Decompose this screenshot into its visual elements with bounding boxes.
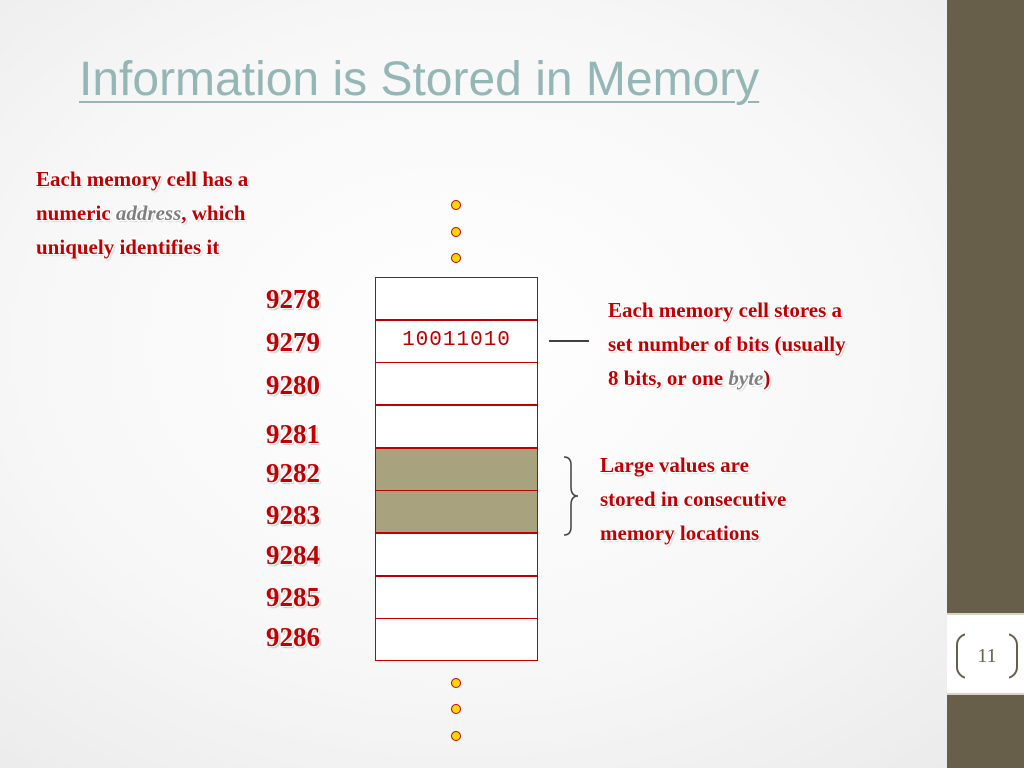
ellipsis-dot-bottom xyxy=(451,704,461,714)
callout-bits: Each memory cell stores a set number of … xyxy=(608,293,948,395)
slide-title: Information is Stored in Memory xyxy=(79,53,760,106)
memory-address-label: 9285 xyxy=(266,582,320,612)
callout-address-line3: uniquely identifies it xyxy=(36,235,220,259)
memory-cell xyxy=(375,576,538,619)
callout-address-line1: Each memory cell has a xyxy=(36,167,249,191)
callout-bits-line3-pre: 8 bits, or one xyxy=(608,366,729,390)
callout-large-line2: stored in consecutive xyxy=(600,487,787,511)
callout-address: Each memory cell has a numeric address, … xyxy=(36,162,366,264)
memory-address-label: 9282 xyxy=(266,458,320,488)
callout-address-emph: address xyxy=(115,201,182,225)
callout-large-values: Large values are stored in consecutive m… xyxy=(600,448,900,550)
callout-address-line2-post: , which xyxy=(181,201,246,225)
memory-address-label: 9280 xyxy=(266,370,320,400)
ellipsis-dot-top xyxy=(451,200,461,210)
callout-large-line1: Large values are xyxy=(600,453,749,477)
memory-cell xyxy=(375,448,538,491)
memory-cell xyxy=(375,405,538,448)
callout-bits-line3-post: ) xyxy=(763,366,771,390)
memory-cell xyxy=(375,618,538,661)
right-brace-icon xyxy=(563,456,579,536)
ellipsis-dot-top xyxy=(451,227,461,237)
memory-cell: 10011010 xyxy=(375,320,538,363)
page-number: 11 xyxy=(977,645,997,667)
memory-cell xyxy=(375,490,538,533)
callout-bits-line1: Each memory cell stores a xyxy=(608,298,843,322)
memory-cell-value: 10011010 xyxy=(402,329,511,352)
memory-address-label: 9284 xyxy=(266,540,320,570)
ellipsis-dot-bottom xyxy=(451,731,461,741)
memory-cell xyxy=(375,533,538,576)
callout-bits-line2: set number of bits (usually xyxy=(608,332,846,356)
page-number-bracket xyxy=(956,631,1018,681)
memory-address-label: 9281 xyxy=(266,419,320,449)
ellipsis-dot-top xyxy=(451,253,461,263)
memory-address-label: 9286 xyxy=(266,622,320,652)
callout-address-line2-pre: numeric xyxy=(36,201,116,225)
ellipsis-dot-bottom xyxy=(451,678,461,688)
memory-cell xyxy=(375,362,538,405)
byte-connector-line xyxy=(549,340,589,342)
memory-address-label: 9279 xyxy=(266,327,320,357)
memory-cell xyxy=(375,277,538,320)
callout-bits-emph: byte xyxy=(728,366,764,390)
memory-address-label: 9278 xyxy=(266,284,320,314)
callout-large-line3: memory locations xyxy=(600,521,760,545)
memory-address-label: 9283 xyxy=(266,500,320,530)
